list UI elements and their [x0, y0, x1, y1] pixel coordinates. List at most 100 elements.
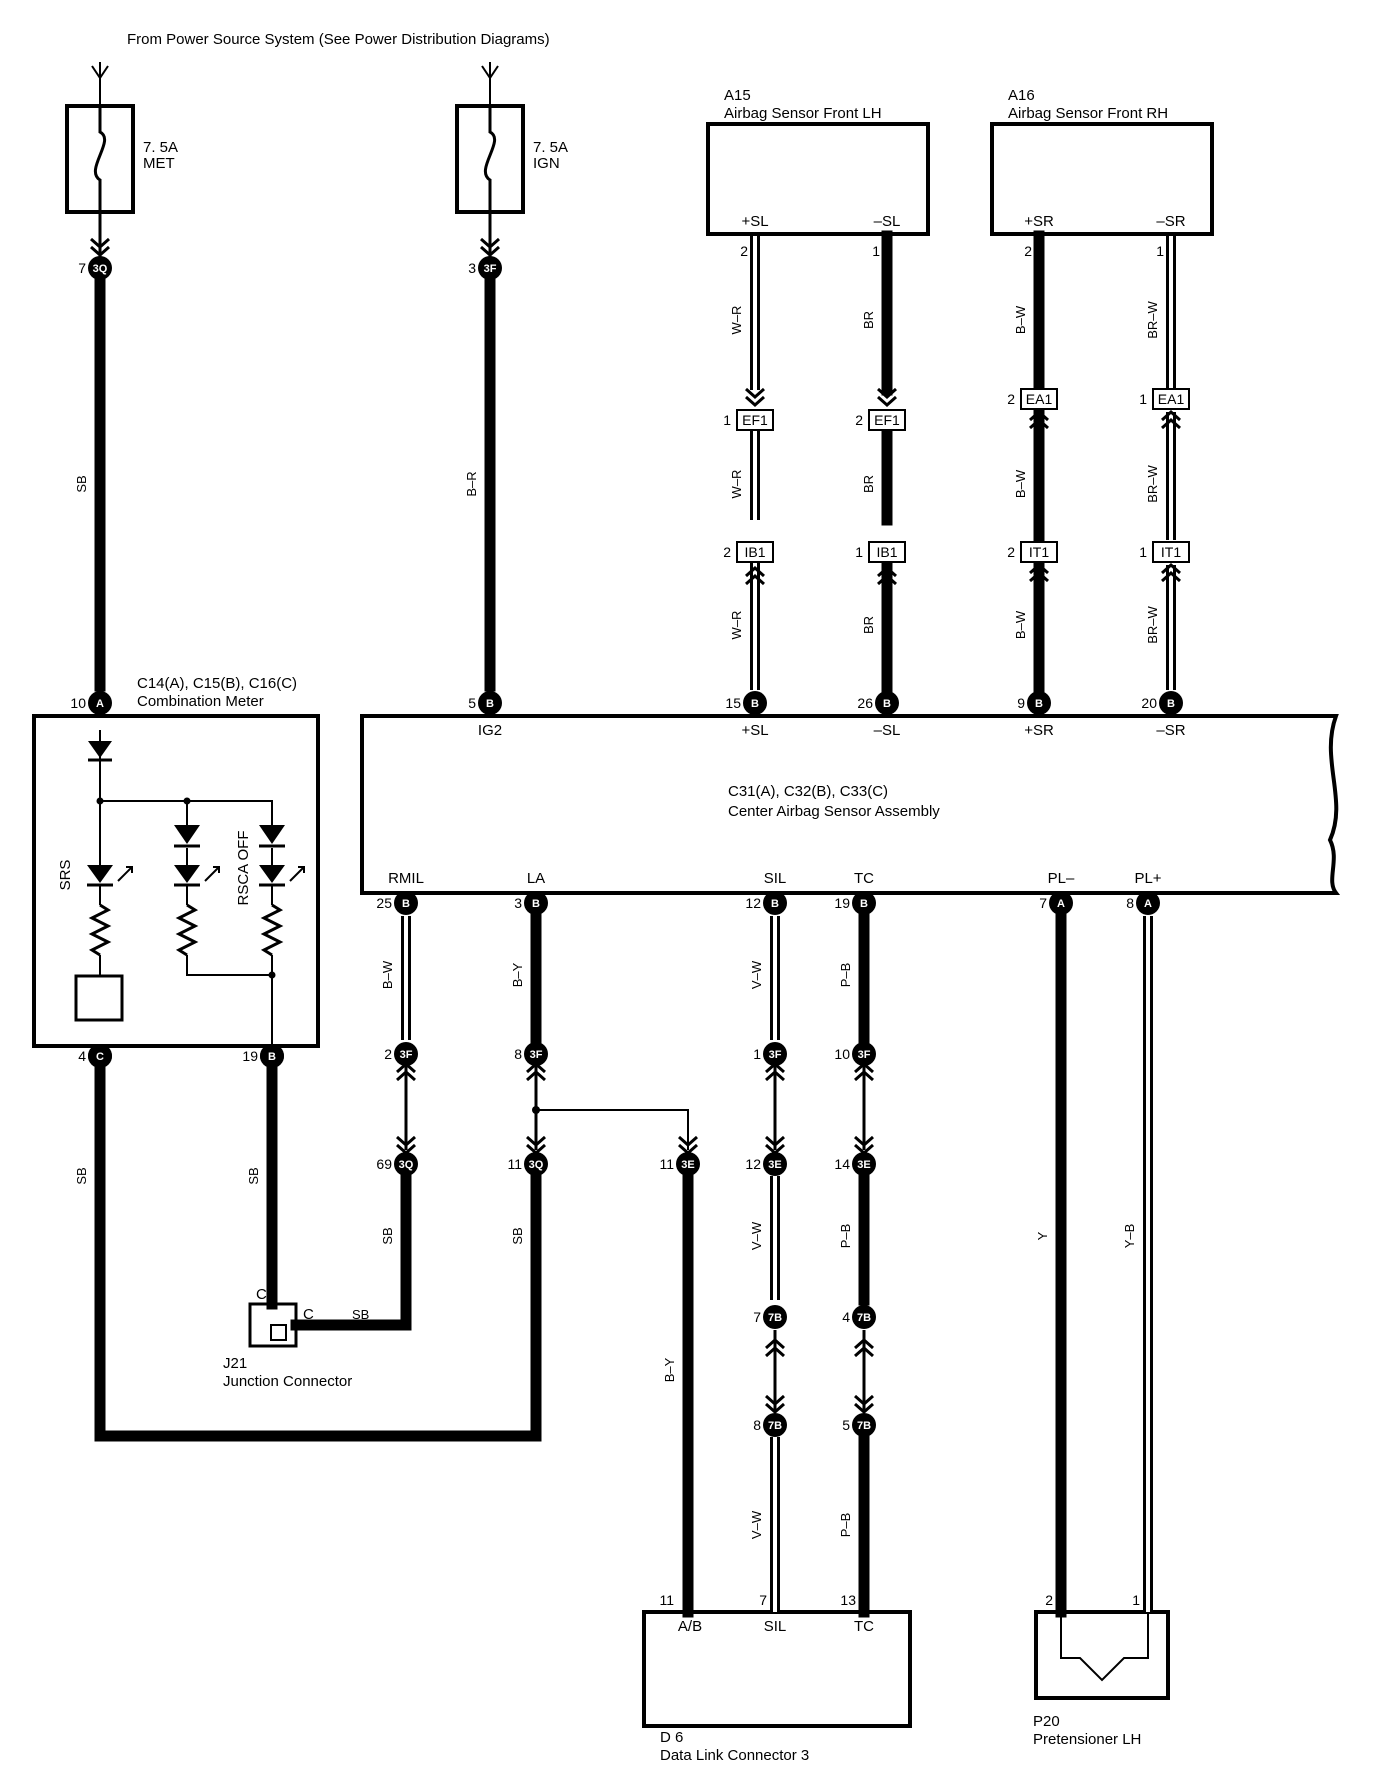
pin-number: 2	[384, 1046, 392, 1062]
wire-color-label: W–R	[729, 611, 744, 640]
pin-label: RMIL	[388, 870, 424, 887]
connector-terminal	[852, 1152, 876, 1176]
wire-color-label: BR–W	[1145, 605, 1160, 643]
connector-terminal	[852, 1413, 876, 1437]
pin-number: 12	[745, 895, 761, 911]
connector-terminal	[852, 1042, 876, 1066]
fuse-name: MET	[143, 155, 175, 172]
connector-terminal-label: 3E	[681, 1159, 694, 1171]
pin-label: LA	[527, 870, 545, 887]
connector-terminal-label: A	[1144, 898, 1152, 910]
pin-number: 26	[857, 695, 873, 711]
pin-number: 1	[1132, 1592, 1140, 1608]
connector-terminal	[1136, 891, 1160, 915]
pin-label: TC	[854, 870, 874, 887]
connection-arrow	[765, 1135, 785, 1148]
wire-color-label: BR	[861, 475, 876, 493]
connection-arrow	[396, 1069, 416, 1082]
pin-number: 19	[242, 1048, 258, 1064]
pin-label: C	[303, 1306, 314, 1323]
rsca-off-label: RSCA OFF	[235, 830, 252, 905]
connection-arrow	[877, 387, 897, 400]
connection-arrow	[765, 1402, 785, 1415]
connector-box-label: IT1	[1029, 544, 1049, 560]
feed-arrow	[91, 65, 109, 80]
connector-terminal-label: 7B	[857, 1312, 871, 1324]
wire-color-label: V–W	[749, 960, 764, 989]
connection-arrow	[1029, 562, 1049, 575]
pin-number: 1	[855, 544, 863, 560]
pin-label: –SL	[874, 722, 901, 739]
connector-terminal-label: 3E	[857, 1159, 870, 1171]
connection-arrow	[765, 1069, 785, 1082]
junction-connector-name: Junction Connector	[223, 1373, 352, 1390]
pin-label: +SR	[1024, 213, 1054, 230]
sensor-front-rh-name: Airbag Sensor Front RH	[1008, 105, 1168, 122]
wire-color-label: W–R	[729, 470, 744, 499]
pin-number: 14	[834, 1156, 850, 1172]
pin-label: C	[256, 1286, 267, 1303]
pin-number: 8	[753, 1417, 761, 1433]
pin-label: +SR	[1024, 722, 1054, 739]
wire-color-label: SB	[380, 1227, 395, 1244]
connector-terminal	[478, 256, 502, 280]
connection-arrow	[877, 395, 897, 408]
connector-terminal-label: 3F	[400, 1049, 413, 1061]
connection-arrow	[745, 565, 765, 578]
connection-arrow	[745, 395, 765, 408]
connector-terminal-label: 7B	[768, 1312, 782, 1324]
resistor-icon	[260, 903, 284, 957]
fuse-rating: 7. 5A	[533, 139, 568, 156]
wire-color-label: BR–W	[1145, 464, 1160, 502]
pin-label: SIL	[764, 870, 787, 887]
connector-terminal	[743, 691, 767, 715]
meter-internal-line	[186, 955, 272, 976]
wire-color-label: B–W	[1013, 305, 1028, 334]
pin-label: PL–	[1048, 870, 1075, 887]
pin-number: 11	[659, 1592, 674, 1608]
pretensioner-code: P20	[1033, 1713, 1060, 1730]
connector-box-label: EF1	[874, 412, 900, 428]
connection-arrow	[396, 1061, 416, 1074]
connector-terminal	[260, 1044, 284, 1068]
connector-terminal-label: 3E	[768, 1159, 781, 1171]
wire-color-label: Y	[1035, 1231, 1050, 1240]
pin-number: 10	[70, 695, 86, 711]
connector-box-label: EA1	[1026, 391, 1053, 407]
connection-arrow	[854, 1135, 874, 1148]
pin-number: 15	[725, 695, 741, 711]
pin-number: 2	[1007, 544, 1015, 560]
connector-box	[736, 409, 774, 431]
pin-number: 8	[514, 1046, 522, 1062]
connector-box	[1020, 388, 1058, 410]
connector-box-label: EA1	[1158, 391, 1185, 407]
connector-terminal	[394, 1042, 418, 1066]
connection-arrow	[877, 565, 897, 578]
resistor-icon	[88, 903, 112, 957]
connection-arrow	[1161, 570, 1181, 583]
connector-terminal-label: B	[268, 1051, 276, 1063]
connector-terminal	[763, 1413, 787, 1437]
connector-terminal-label: B	[486, 698, 494, 710]
junction-dot	[268, 971, 276, 979]
center-airbag-sensor-code: C31(A), C32(B), C33(C)	[728, 783, 888, 800]
pin-number: 1	[1139, 544, 1147, 560]
connector-terminal	[524, 891, 548, 915]
pin-number: 9	[1017, 695, 1025, 711]
pin-number: 1	[723, 412, 731, 428]
connection-arrow	[745, 387, 765, 400]
connector-terminal-label: 3F	[858, 1049, 871, 1061]
pin-number: 2	[1024, 243, 1032, 259]
connector-terminal	[763, 1152, 787, 1176]
combination-meter-code: C14(A), C15(B), C16(C)	[137, 675, 297, 692]
connection-arrow	[1029, 409, 1049, 422]
pin-number: 19	[834, 895, 850, 911]
connection-arrow	[1161, 562, 1181, 575]
connection-arrow	[526, 1061, 546, 1074]
connector-terminal	[394, 1152, 418, 1176]
connector-terminal-label: B	[771, 898, 779, 910]
connector-box	[1020, 541, 1058, 563]
wire-color-label: V–W	[749, 1221, 764, 1250]
connector-terminal-label: B	[402, 898, 410, 910]
